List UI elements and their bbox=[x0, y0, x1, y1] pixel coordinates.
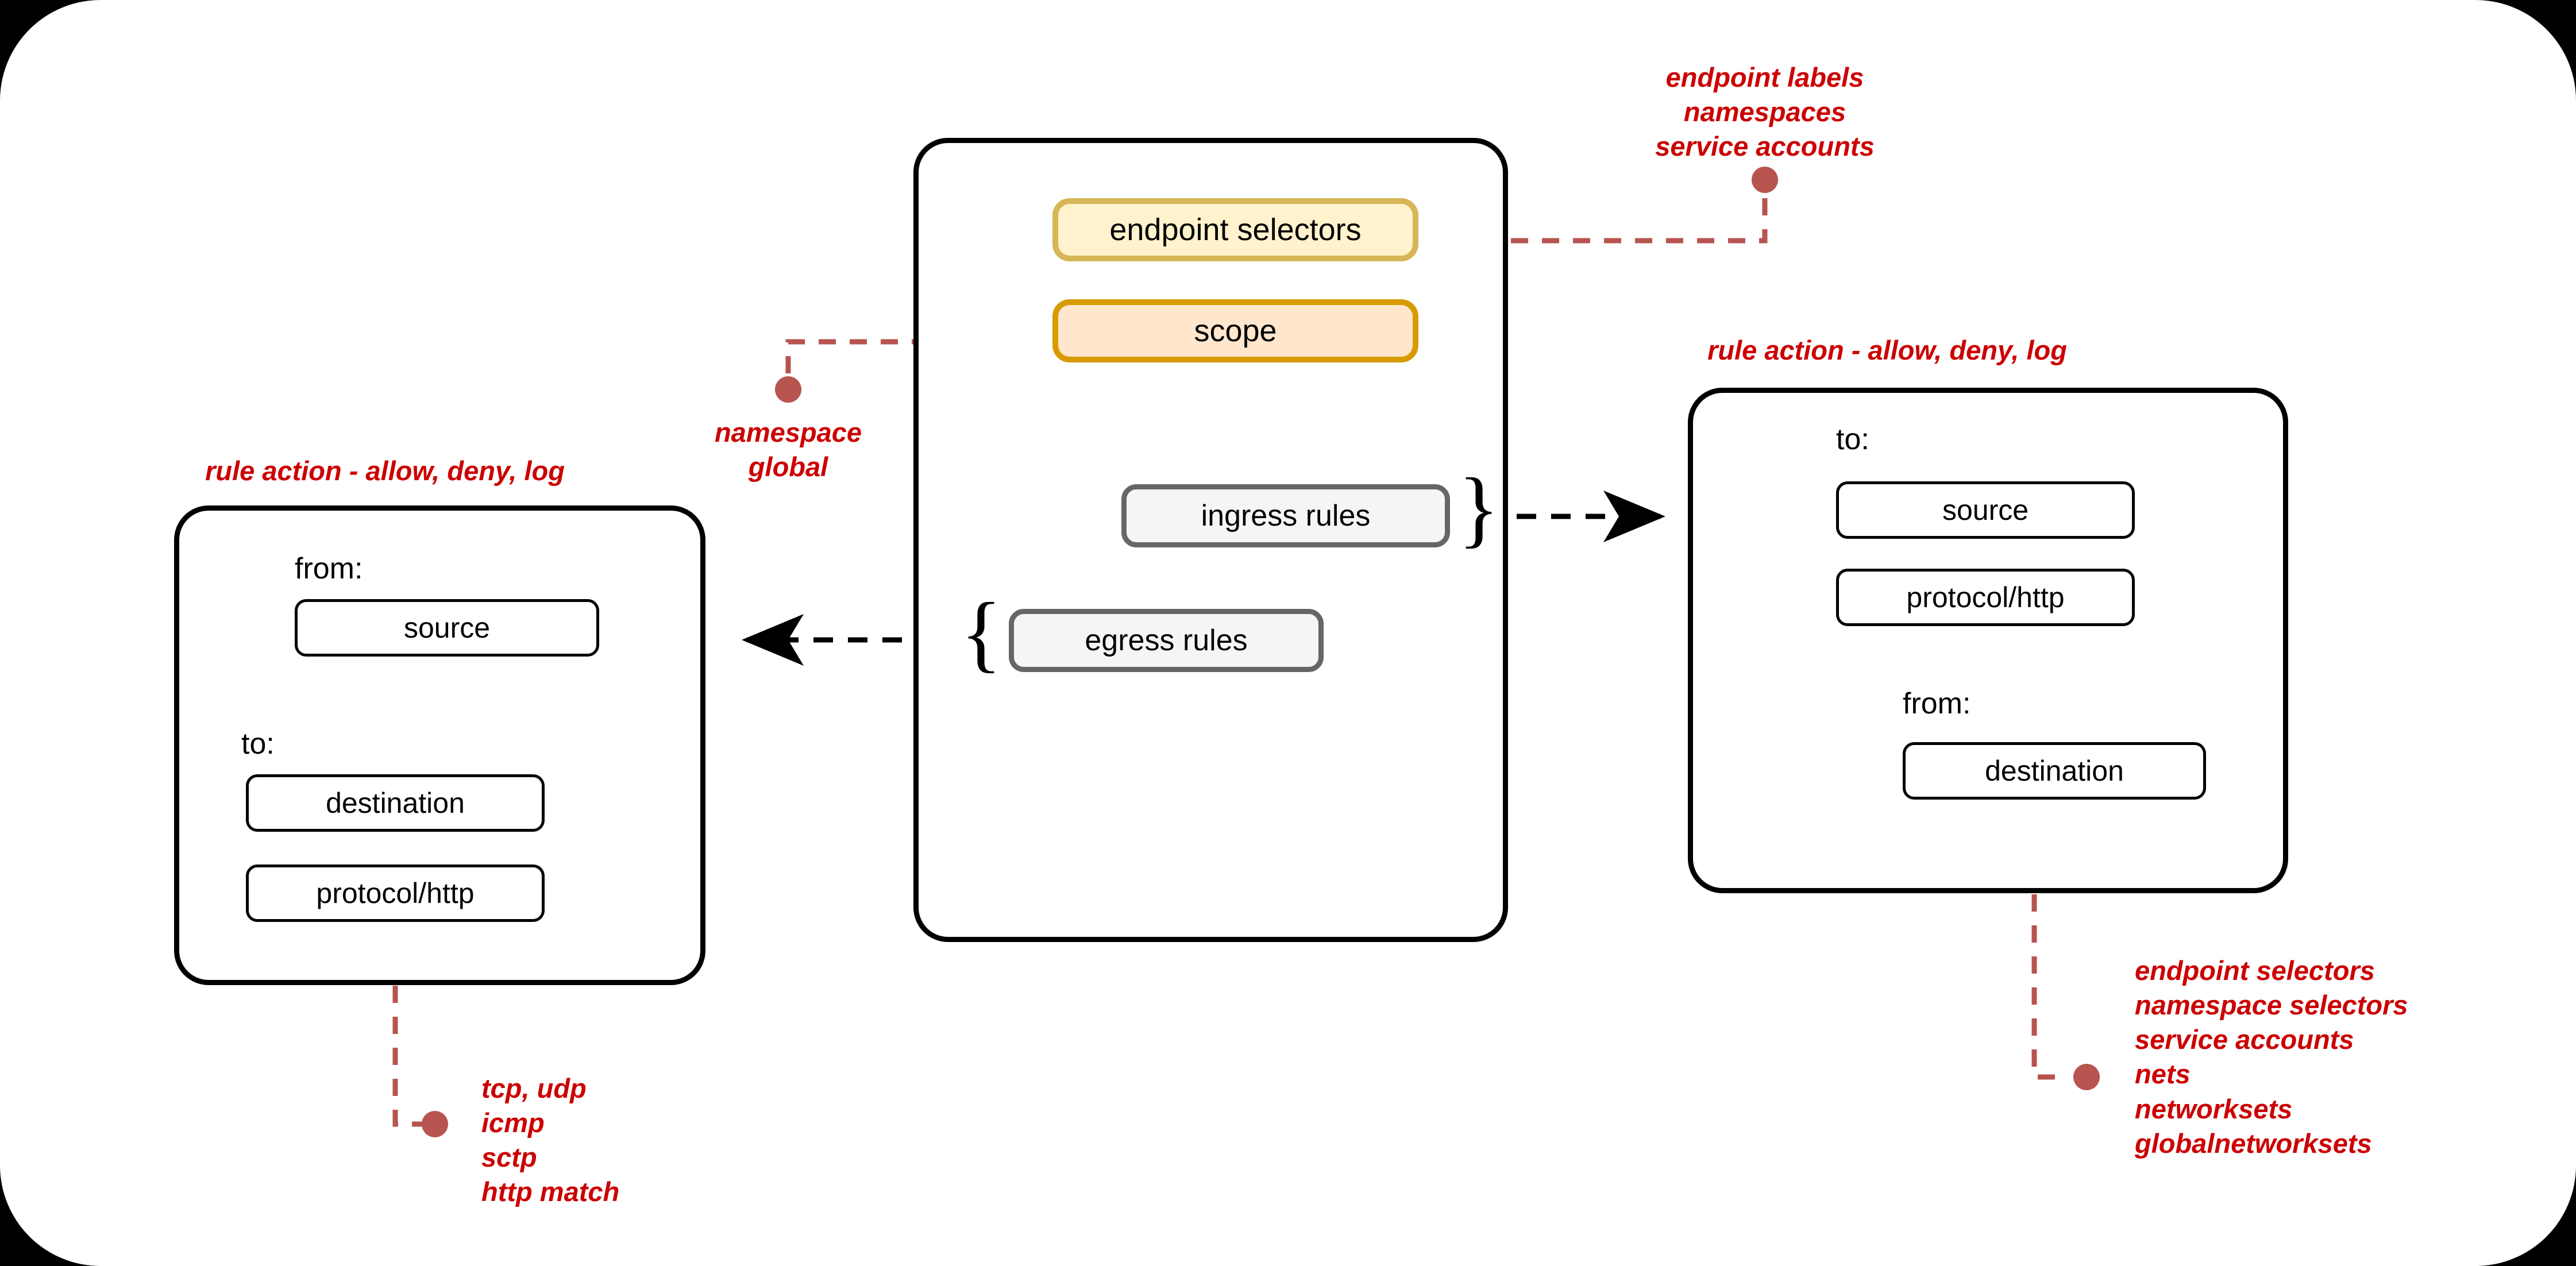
annotation-line: endpoint labels bbox=[1665, 62, 1864, 92]
right-from-label: from: bbox=[1903, 687, 1971, 720]
left-source-label: source bbox=[403, 612, 491, 644]
right-source-node[interactable]: source bbox=[1836, 481, 2135, 539]
endpoint-selectors-node[interactable]: endpoint selectors bbox=[1052, 198, 1418, 261]
egress-rules-node[interactable]: egress rules bbox=[1009, 609, 1324, 672]
endpoint-selectors-connector bbox=[1418, 167, 1778, 244]
protocol-annotation: tcp, udp icmp sctp http match bbox=[481, 1071, 826, 1210]
annotation-line: tcp, udp bbox=[481, 1073, 587, 1103]
scope-label: scope bbox=[1194, 314, 1277, 348]
annotation-line: namespaces bbox=[1683, 97, 1846, 128]
annotation-line: endpoint selectors bbox=[2135, 955, 2375, 986]
destination-connector bbox=[2031, 801, 2100, 1090]
annotation-line: sctp bbox=[481, 1142, 537, 1173]
left-destination-label: destination bbox=[326, 787, 465, 819]
right-protocol-http-label: protocol/http bbox=[1906, 581, 2065, 613]
left-source-node[interactable]: source bbox=[295, 599, 599, 657]
left-to-label: to: bbox=[241, 727, 275, 761]
egress-rules-label: egress rules bbox=[1085, 624, 1248, 657]
right-to-label: to: bbox=[1836, 423, 1869, 456]
policy-panel-right bbox=[1688, 388, 2288, 893]
endpoint-selectors-annotation: endpoint labels namespaces service accou… bbox=[1592, 60, 1937, 164]
right-source-label: source bbox=[1942, 494, 2029, 526]
left-protocol-http-node[interactable]: protocol/http bbox=[246, 864, 545, 922]
annotation-line: networksets bbox=[2135, 1093, 2293, 1124]
annotation-line: service accounts bbox=[2135, 1024, 2354, 1055]
endpoint-selectors-label: endpoint selectors bbox=[1109, 213, 1362, 247]
scope-annotation: namespace global bbox=[616, 415, 961, 484]
left-from-label: from: bbox=[295, 552, 363, 585]
right-rule-action-annotation: rule action - allow, deny, log bbox=[1707, 335, 2067, 365]
protocol-http-connector bbox=[392, 924, 448, 1137]
annotation-line: service accounts bbox=[1655, 131, 1875, 162]
left-protocol-http-label: protocol/http bbox=[316, 877, 475, 909]
right-destination-node[interactable]: destination bbox=[1903, 742, 2206, 800]
left-destination-node[interactable]: destination bbox=[246, 774, 545, 832]
right-protocol-http-node[interactable]: protocol/http bbox=[1836, 569, 2135, 626]
ingress-rules-label: ingress rules bbox=[1201, 499, 1371, 532]
ingress-rules-brace: } bbox=[1458, 461, 1499, 556]
ingress-rules-node[interactable]: ingress rules bbox=[1121, 484, 1450, 547]
annotation-line: icmp bbox=[481, 1107, 545, 1138]
scope-connector bbox=[775, 339, 1053, 403]
annotation-line: http match bbox=[481, 1176, 620, 1207]
right-destination-label: destination bbox=[1985, 755, 2124, 787]
egress-rules-brace: { bbox=[961, 585, 1002, 681]
left-rule-action-annotation: rule action - allow, deny, log bbox=[205, 456, 565, 486]
annotation-line: namespace bbox=[714, 417, 862, 447]
annotation-line: global bbox=[748, 451, 828, 483]
scope-node[interactable]: scope bbox=[1052, 299, 1418, 362]
annotation-line: globalnetworksets bbox=[2135, 1128, 2372, 1159]
annotation-line: namespace selectors bbox=[2135, 990, 2408, 1021]
destination-annotation: endpoint selectors namespace selectors s… bbox=[2135, 954, 2548, 1161]
annotation-line: nets bbox=[2135, 1059, 2191, 1090]
